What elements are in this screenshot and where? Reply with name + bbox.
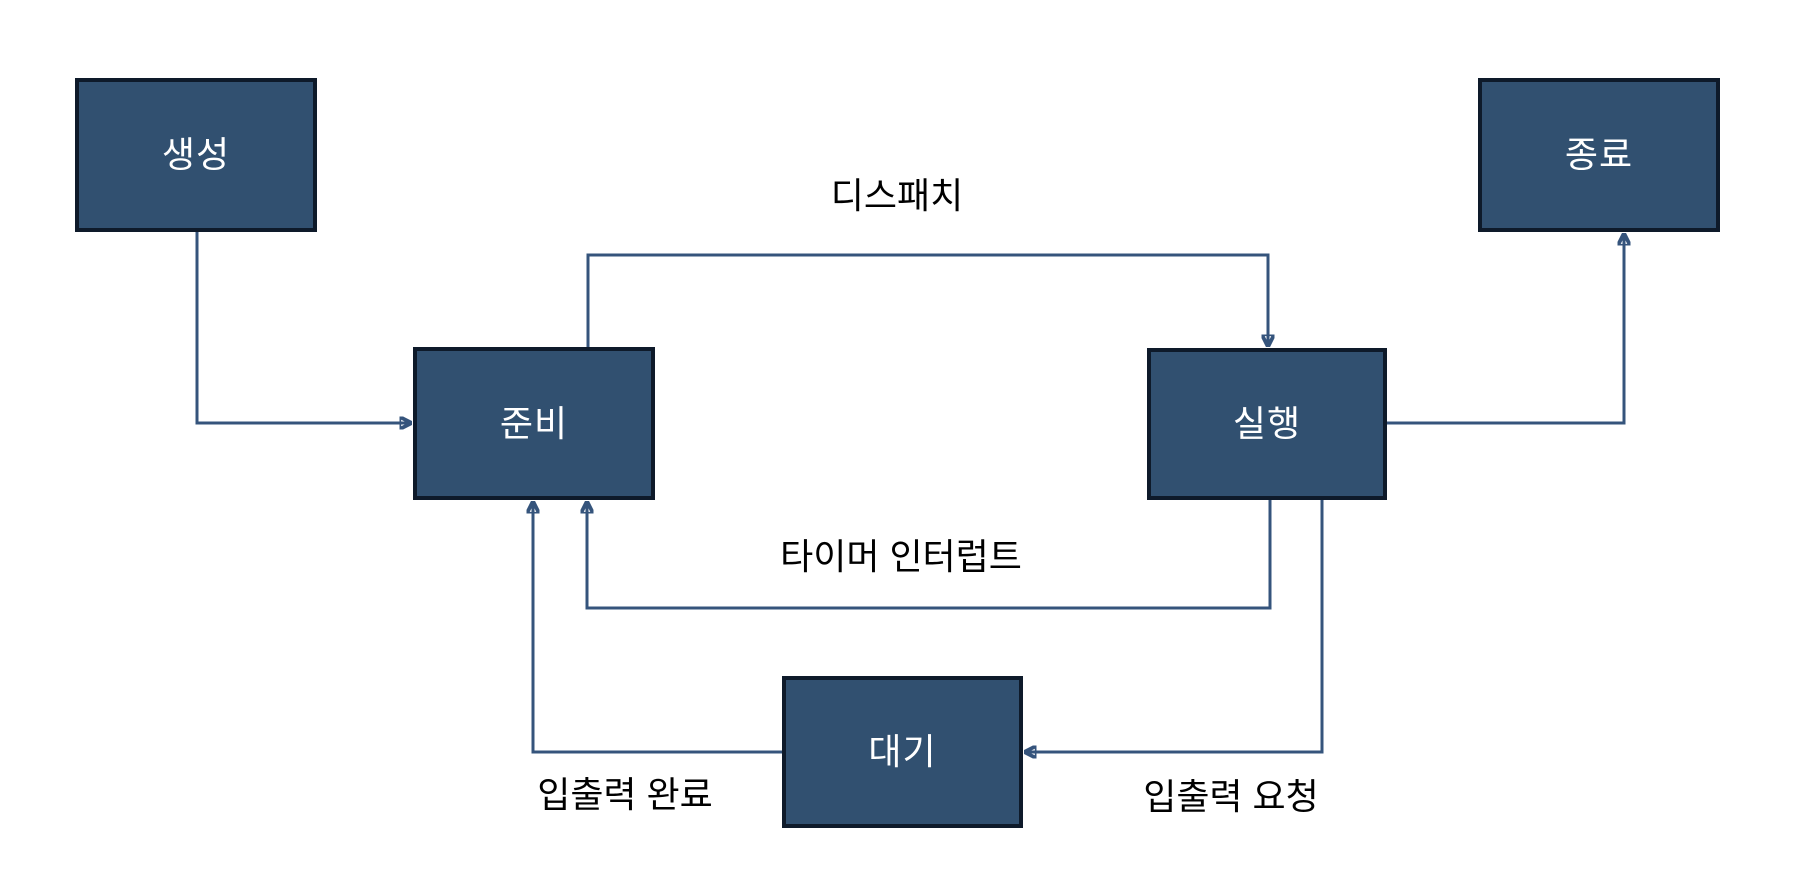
node-created: 생성 xyxy=(75,78,317,232)
edge-io-request-line xyxy=(1026,500,1324,752)
node-created-label: 생성 xyxy=(161,134,231,175)
node-waiting-label: 대기 xyxy=(868,731,937,772)
edge-io-complete-line xyxy=(533,503,782,754)
edge-label-timer-interrupt: 타이머 인터럽트 xyxy=(780,536,1022,577)
edge-running-to-terminated-line xyxy=(1387,235,1624,425)
node-terminated-label: 종료 xyxy=(1564,134,1634,175)
edge-created-to-ready-line xyxy=(195,232,410,423)
node-ready: 준비 xyxy=(413,347,655,500)
node-terminated: 종료 xyxy=(1478,78,1720,232)
edge-dispatch-line xyxy=(586,253,1268,347)
edge-label-io-complete: 입출력 완료 xyxy=(537,774,713,815)
node-running: 실행 xyxy=(1147,348,1387,500)
node-waiting: 대기 xyxy=(782,676,1023,828)
edge-label-io-request: 입출력 요청 xyxy=(1143,776,1319,817)
edge-label-dispatch: 디스패치 xyxy=(830,175,964,216)
node-ready-label: 준비 xyxy=(499,402,569,444)
node-running-label: 실행 xyxy=(1232,403,1302,444)
